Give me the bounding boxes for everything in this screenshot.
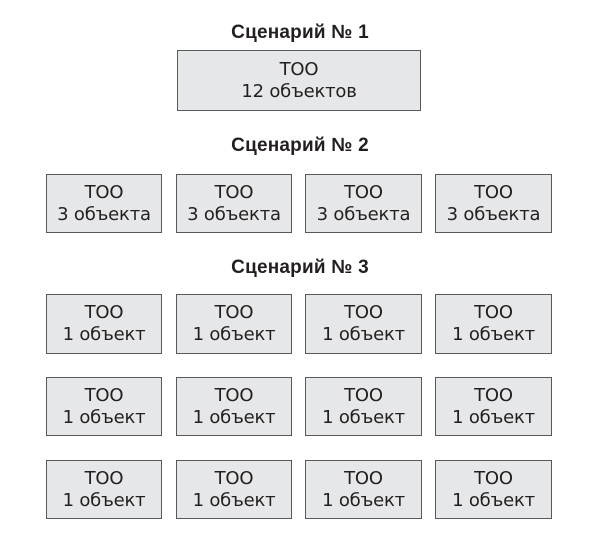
box-count: 1 объект (322, 324, 405, 345)
box-count: 1 объект (452, 489, 535, 511)
box-name: ТОО (214, 302, 254, 323)
box-name: ТОО (344, 467, 383, 489)
box-count: 1 объект (62, 489, 146, 511)
scenario-1-box: ТОО 12 объектов (177, 50, 421, 111)
box-name: ТОО (84, 302, 124, 323)
box-name: ТОО (214, 384, 254, 406)
scenario-3-box: ТОО 1 объект (176, 294, 292, 354)
scenario-3-box: ТОО 1 объект (46, 460, 162, 519)
box-count: 1 объект (62, 324, 146, 345)
scenario-3-box: ТОО 1 объект (305, 294, 422, 354)
box-count: 1 объект (452, 324, 535, 345)
box-name: ТОО (474, 467, 513, 489)
scenario-3-box: ТОО 1 объект (435, 460, 552, 519)
box-name: ТОО (84, 181, 124, 203)
box-count: 3 объекта (57, 203, 151, 225)
box-count: 1 объект (62, 406, 146, 428)
scenario-2-box: ТОО 3 объекта (305, 174, 422, 233)
box-count: 1 объект (322, 489, 405, 511)
box-name: ТОО (84, 467, 124, 489)
scenario-3-box: ТОО 1 объект (176, 377, 292, 436)
box-name: ТОО (214, 467, 254, 489)
scenario-3-box: ТОО 1 объект (435, 294, 552, 354)
scenario-3-box: ТОО 1 объект (435, 377, 552, 436)
box-name: ТОО (344, 302, 383, 323)
box-name: ТОО (344, 384, 383, 406)
scenario-3-box: ТОО 1 объект (46, 294, 162, 354)
box-name: ТОО (344, 181, 383, 203)
box-name: ТОО (214, 181, 254, 203)
box-count: 1 объект (452, 406, 535, 428)
box-name: ТОО (279, 58, 319, 80)
scenario-3-box: ТОО 1 объект (305, 460, 422, 519)
scenario-2-box: ТОО 3 объекта (46, 174, 162, 233)
box-name: ТОО (474, 384, 513, 406)
scenario-1-title: Сценарий № 1 (231, 22, 369, 43)
scenario-2-box: ТОО 3 объекта (176, 174, 292, 233)
box-count: 12 объектов (241, 80, 357, 102)
box-name: ТОО (84, 384, 124, 406)
scenario-2-box: ТОО 3 объекта (435, 174, 552, 233)
box-count: 3 объекта (446, 203, 541, 225)
scenario-3-title: Сценарий № 3 (231, 257, 369, 278)
scenario-3-box: ТОО 1 объект (176, 460, 292, 519)
scenario-3-box: ТОО 1 объект (46, 377, 162, 436)
box-count: 1 объект (192, 324, 276, 345)
box-count: 1 объект (192, 406, 276, 428)
box-count: 1 объект (322, 406, 405, 428)
scenario-2-title: Сценарий № 2 (231, 135, 369, 156)
box-name: ТОО (474, 302, 513, 323)
box-count: 3 объекта (187, 203, 281, 225)
box-count: 3 объекта (316, 203, 411, 225)
box-name: ТОО (474, 181, 513, 203)
box-count: 1 объект (192, 489, 276, 511)
scenario-3-box: ТОО 1 объект (305, 377, 422, 436)
